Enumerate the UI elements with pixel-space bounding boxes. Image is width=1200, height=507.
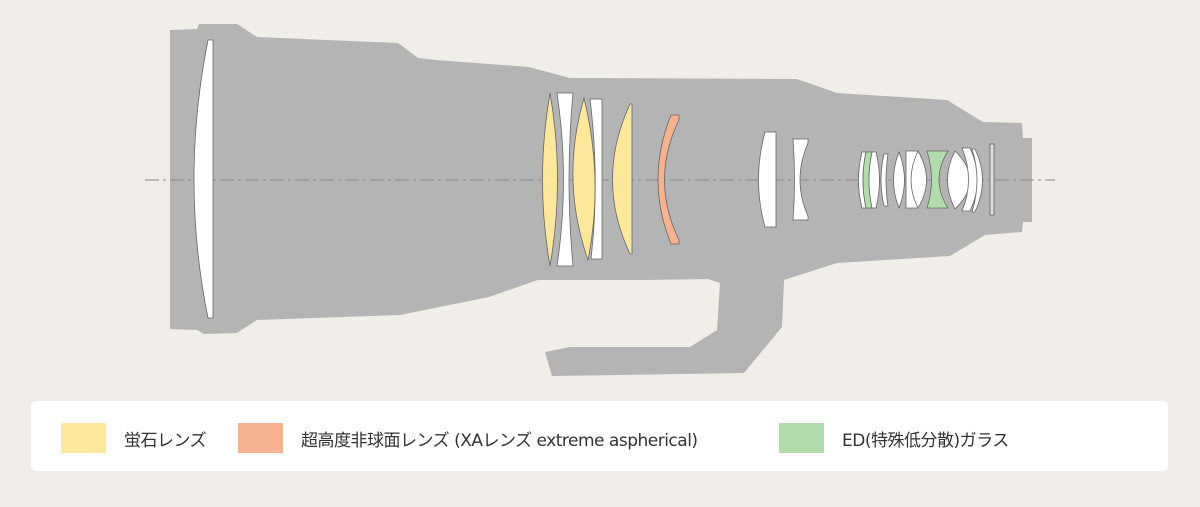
ed-lens-2 <box>926 150 949 209</box>
lens-element <box>947 150 971 210</box>
fluorite-lens-1 <box>542 92 558 267</box>
fluorite-swatch <box>61 423 106 453</box>
lens-element <box>910 150 927 209</box>
lens-element <box>589 98 603 260</box>
lens-element <box>792 138 809 221</box>
legend-item-fluorite: 蛍石レンズ <box>61 423 207 453</box>
rear-filter-plate <box>989 143 995 216</box>
lens-element <box>758 131 777 228</box>
fluorite-lens-2 <box>572 96 596 262</box>
legend-label: ED(特殊低分散)ガラス <box>842 430 1009 451</box>
legend-item-xa: 超高度非球面レンズ (XAレンズ extreme aspherical) <box>238 423 698 453</box>
lens-element <box>971 148 983 213</box>
legend: 蛍石レンズ 超高度非球面レンズ (XAレンズ extreme aspherica… <box>31 401 1168 471</box>
lens-element <box>880 153 889 207</box>
fluorite-lens-3 <box>612 103 633 255</box>
front-element <box>193 39 214 319</box>
lens-element <box>556 92 574 267</box>
legend-label: 蛍石レンズ <box>124 430 207 451</box>
xa-swatch <box>238 423 283 453</box>
lens-element <box>893 150 905 210</box>
lens-element <box>868 151 880 209</box>
legend-item-ed: ED(特殊低分散)ガラス <box>779 423 1009 453</box>
lens-cross-section-diagram <box>145 24 1055 376</box>
ed-swatch <box>779 423 824 453</box>
legend-label: 超高度非球面レンズ (XAレンズ extreme aspherical) <box>301 430 698 451</box>
xa-lens <box>657 114 680 245</box>
